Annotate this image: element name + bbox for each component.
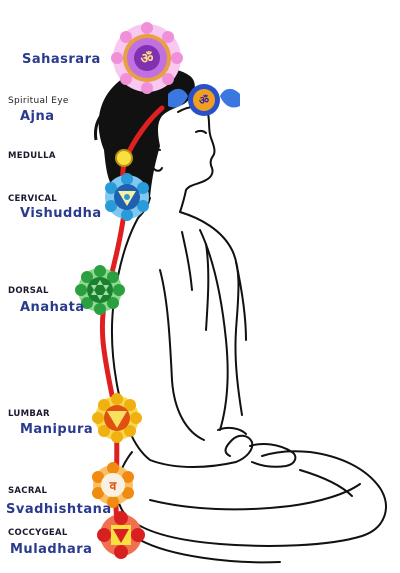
label-svadhishtana: Svadhishtana (6, 502, 112, 517)
label-cervical: CERVICAL (8, 194, 57, 204)
label-medulla: MEDULLA (8, 151, 56, 161)
label-manipura: Manipura (20, 422, 94, 437)
medulla-point-icon (115, 149, 133, 167)
sacral-chakra-icon: व (92, 462, 134, 508)
label-sahasrara: Sahasrara (22, 52, 101, 67)
third-eye-om-icon: ॐ (168, 84, 240, 116)
label-spiritual-eye: Spiritual Eye (8, 96, 69, 106)
svg-text:व: व (109, 479, 118, 493)
label-coccygeal: COCCYGEAL (8, 528, 68, 538)
svg-text:ॐ: ॐ (141, 50, 154, 67)
label-anahata: Anahata (20, 300, 85, 315)
solar-plexus-chakra-icon (92, 393, 142, 443)
heart-chakra-icon (75, 265, 125, 315)
label-lumbar: LUMBAR (8, 409, 50, 419)
label-sacral: SACRAL (8, 486, 48, 496)
label-dorsal: DORSAL (8, 286, 49, 296)
body-outline (110, 106, 387, 564)
label-ajna: Ajna (20, 109, 55, 124)
root-chakra-icon (97, 511, 145, 559)
label-vishuddha: Vishuddha (20, 206, 102, 221)
label-muladhara: Muladhara (10, 542, 93, 557)
svg-text:ॐ: ॐ (199, 94, 209, 107)
throat-chakra-icon (105, 173, 149, 221)
lotus-om-icon: ॐ (111, 22, 183, 94)
